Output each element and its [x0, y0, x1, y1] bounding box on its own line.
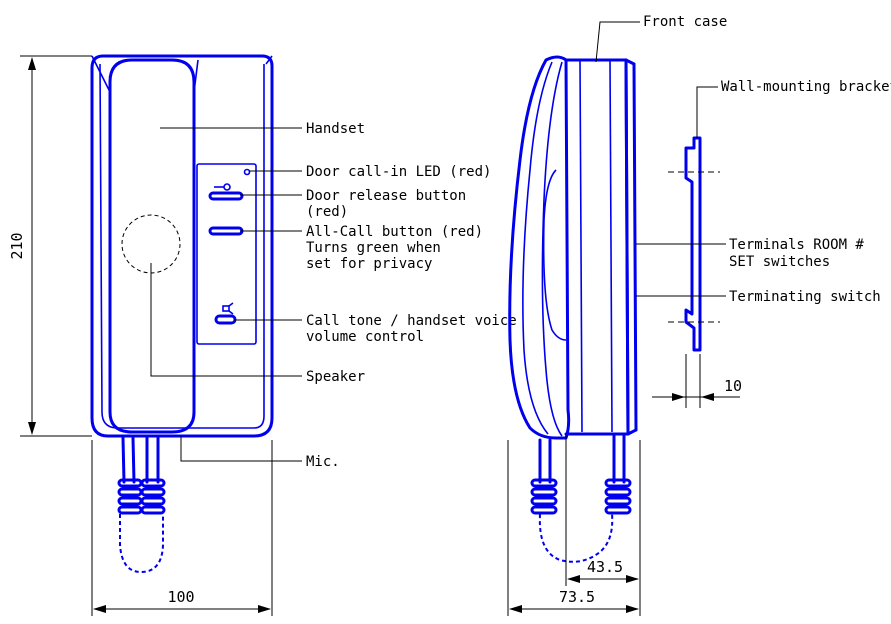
front-case-callout: Front case [643, 14, 727, 30]
all-call-callout-3: set for privacy [306, 256, 432, 272]
door-led-callout: Door call-in LED (red) [306, 164, 491, 180]
front-body-outline [90, 54, 274, 438]
all-call-callout-2: Turns green when [306, 240, 441, 256]
side-handset-outline [508, 55, 571, 440]
control-panel [196, 163, 257, 345]
side-body-outline [564, 58, 630, 436]
front-cord-1 [117, 436, 143, 515]
all-call-button[interactable] [208, 226, 244, 236]
depth-total-label: 73.5 [559, 588, 595, 606]
volume-icon [222, 302, 234, 315]
door-release-callout: Door release button [306, 188, 466, 204]
front-cord-loop [119, 514, 164, 574]
side-view [508, 55, 720, 563]
key-icon [214, 183, 231, 191]
side-cord-left [530, 438, 558, 515]
bracket-depth-label: 10 [724, 377, 742, 395]
side-handset-contour-1 [522, 61, 553, 435]
side-body-line-1 [579, 59, 583, 433]
volume-callout-2: volume control [306, 329, 424, 345]
volume-callout: Call tone / handset voice [306, 313, 517, 329]
handset-callout: Handset [306, 121, 365, 137]
terminals-callout-2: SET switches [729, 254, 830, 270]
front-body-inner [99, 63, 265, 429]
case-lip [624, 58, 638, 436]
side-body-line-2 [609, 59, 613, 433]
front-view [90, 54, 274, 574]
side-earpiece [542, 169, 567, 341]
side-leaders [595, 21, 726, 297]
dimension-depth-body [565, 436, 639, 586]
height-label: 210 [8, 232, 26, 259]
handset-outline [108, 58, 196, 434]
dimension-bracket [652, 354, 740, 408]
depth-body-label: 43.5 [587, 558, 623, 576]
mic-callout: Mic. [306, 454, 340, 470]
door-call-led [243, 168, 251, 176]
front-cord-2 [140, 436, 166, 515]
door-release-button[interactable] [208, 191, 244, 201]
side-handset-contour-2 [541, 61, 563, 437]
speaker-callout: Speaker [306, 369, 365, 385]
dimension-width [91, 440, 273, 616]
rear-case-edge [632, 62, 638, 432]
bevel-line-left [91, 55, 111, 93]
terminals-callout: Terminals ROOM # [729, 237, 864, 253]
terminating-switch-callout: Terminating switch [729, 289, 881, 305]
wall-mounting-bracket [684, 136, 702, 352]
width-label: 100 [167, 588, 194, 606]
wall-bracket-callout: Wall-mounting bracket [721, 79, 891, 95]
all-call-callout: All-Call button (red) [306, 224, 483, 240]
side-cord-loop [538, 513, 614, 563]
side-cord-right [604, 434, 632, 515]
bevel-line-right [265, 55, 273, 65]
front-leaders [150, 127, 302, 462]
front-case-edge [624, 58, 630, 436]
dimension-depth-total [507, 440, 641, 616]
door-release-callout-2: (red) [306, 204, 348, 220]
dimension-height [20, 55, 92, 437]
volume-control[interactable] [214, 314, 237, 325]
